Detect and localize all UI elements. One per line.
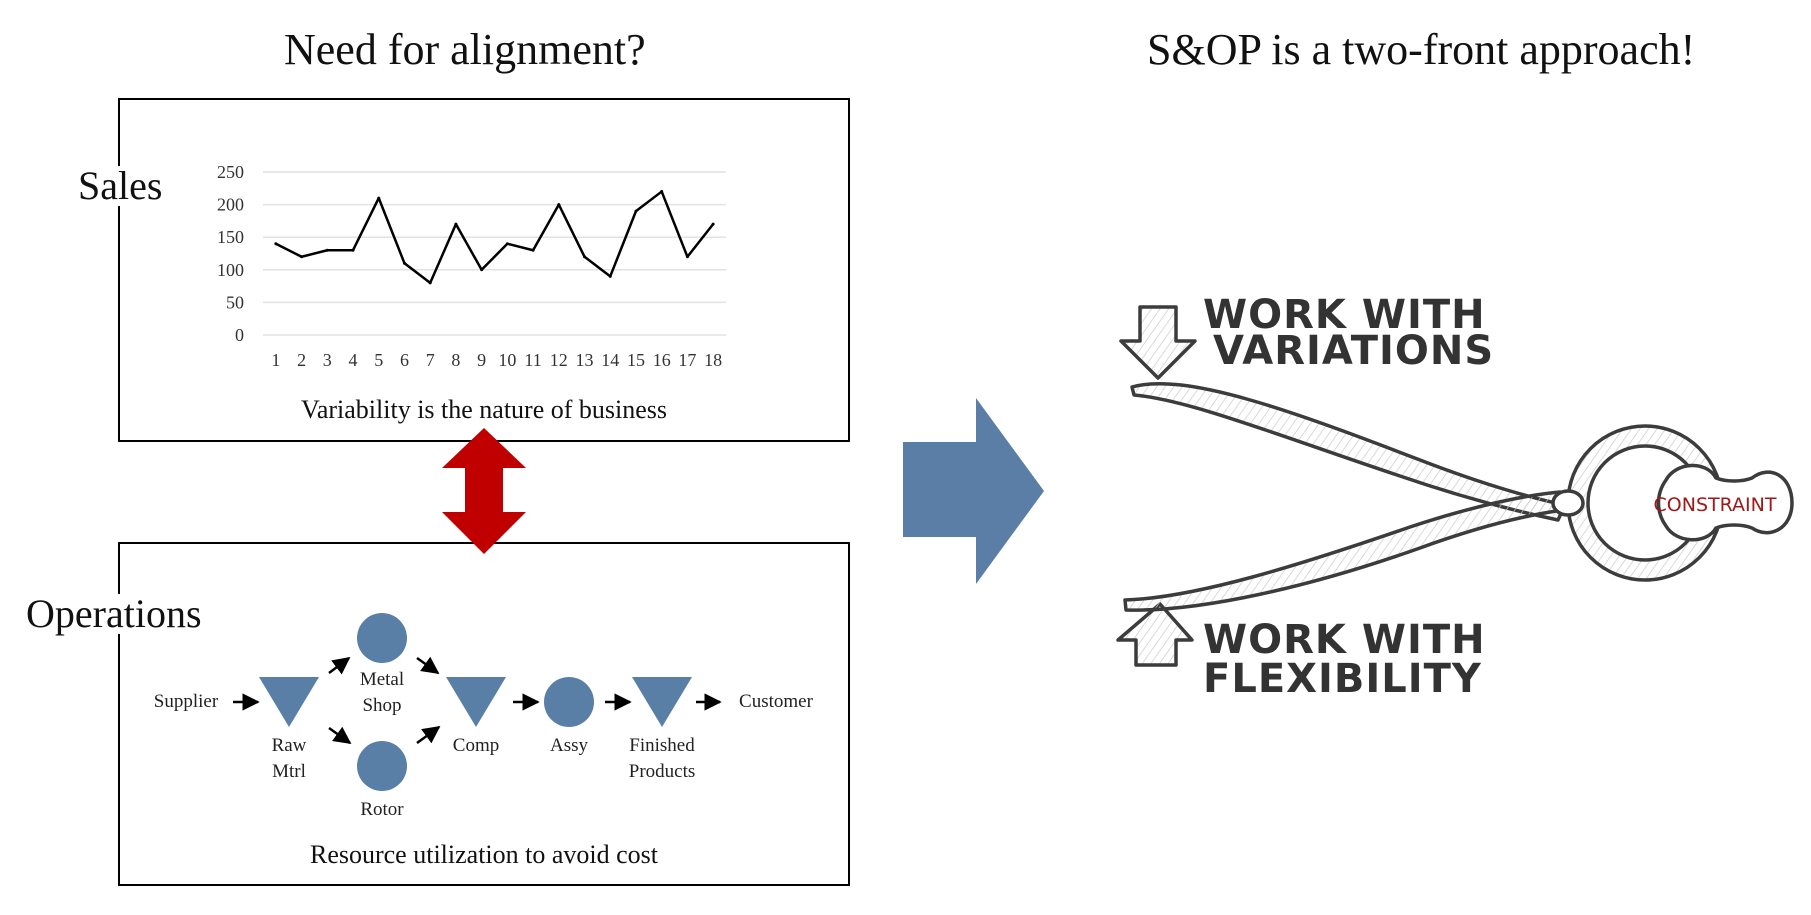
chart-x-tick-label: 3 <box>323 350 332 370</box>
sales-data-point <box>711 222 715 226</box>
sales-data-point <box>634 209 638 213</box>
flow-arrow-metal-comp <box>416 656 440 675</box>
lower-jaw <box>1123 490 1565 612</box>
raw-label-line1: Raw <box>272 735 307 756</box>
chart-x-tick-label: 12 <box>550 350 568 370</box>
pliers-pivot <box>1551 489 1585 517</box>
chart-x-tick-label: 9 <box>477 350 486 370</box>
chart-gridlines <box>263 171 726 336</box>
sales-data-point <box>325 248 329 252</box>
sales-data-point <box>428 281 432 285</box>
chart-x-tick-label: 10 <box>498 350 516 370</box>
chart-x-tick-label: 17 <box>678 350 696 370</box>
customer-label: Customer <box>739 691 814 712</box>
sales-data-point <box>608 274 612 278</box>
sales-data-point <box>300 255 304 259</box>
sales-caption: Variability is the nature of business <box>300 395 668 424</box>
flow-arrow-raw-metal <box>328 656 351 675</box>
sales-data-point <box>557 203 561 207</box>
metal-shop-label-line2: Shop <box>362 695 401 716</box>
chart-y-tick-label: 200 <box>217 195 244 215</box>
work-with-flexibility-line2: FLEXIBILITY <box>1203 656 1482 702</box>
sales-data-point <box>377 196 381 200</box>
finished-label-line1: Finished <box>629 735 695 756</box>
sales-data-point <box>480 268 484 272</box>
operations-panel <box>118 542 850 886</box>
finished-label-line2: Products <box>629 761 696 782</box>
work-with-variations-line1: WORK WITH <box>1203 292 1486 338</box>
supplier-label: Supplier <box>154 691 219 712</box>
flow-arrow-rotor-comp <box>416 725 441 745</box>
chart-x-tick-label: 4 <box>349 350 358 370</box>
sales-data-point <box>660 190 664 194</box>
chart-y-tick-label: 100 <box>217 260 244 280</box>
chart-x-tick-label: 2 <box>297 350 306 370</box>
chart-y-tick-label: 50 <box>226 292 244 312</box>
chart-x-tick-label: 6 <box>400 350 409 370</box>
sales-data-point <box>274 242 278 246</box>
finished-products-inventory-node <box>632 677 692 727</box>
right-heading: S&OP is a two-front approach! <box>1147 25 1696 74</box>
chart-x-tick-label: 11 <box>524 350 541 370</box>
raw-material-inventory-node <box>259 677 319 727</box>
chart-series <box>274 190 715 285</box>
chart-x-tick-label: 15 <box>627 350 645 370</box>
sales-data-point <box>685 255 689 259</box>
chart-x-tick-label: 13 <box>576 350 594 370</box>
flow-arrow-raw-rotor <box>328 726 352 745</box>
operations-caption: Resource utilization to avoid cost <box>309 840 659 869</box>
operations-label: Operations <box>22 594 206 634</box>
component-inventory-node <box>446 677 506 727</box>
down-arrow-icon <box>1119 305 1197 380</box>
up-arrow-icon <box>1116 602 1194 667</box>
chart-x-tick-label: 8 <box>451 350 460 370</box>
chart-y-tick-label: 150 <box>217 227 244 247</box>
chart-y-tick-labels: 0 50 100 150 200 250 <box>217 162 244 345</box>
sales-data-point <box>583 255 587 259</box>
chart-x-tick-label: 14 <box>601 350 619 370</box>
upper-jaw <box>1130 381 1567 522</box>
chart-x-tick-label: 16 <box>653 350 671 370</box>
chart-y-tick-label: 250 <box>217 162 244 182</box>
metal-shop-label-line1: Metal <box>360 669 404 690</box>
assy-label: Assy <box>550 735 589 756</box>
raw-label-line2: Mtrl <box>272 761 306 782</box>
sales-data-point <box>505 242 509 246</box>
constraint-label: CONSTRAINT <box>1654 494 1777 516</box>
sales-series-line <box>275 190 715 285</box>
chart-x-tick-label: 1 <box>271 350 280 370</box>
sales-data-point <box>531 248 535 252</box>
sales-label: Sales <box>74 166 167 206</box>
chart-x-tick-label: 7 <box>426 350 435 370</box>
sales-data-point <box>454 222 458 226</box>
chart-x-tick-label: 18 <box>704 350 722 370</box>
metal-shop-node <box>357 613 407 663</box>
constraint-shape <box>1656 463 1794 542</box>
sales-data-point <box>351 248 355 252</box>
sales-data-point <box>402 261 406 265</box>
chart-y-tick-label: 0 <box>235 325 244 345</box>
rotor-node <box>357 741 407 791</box>
rotor-label: Rotor <box>360 799 404 820</box>
comp-label: Comp <box>453 735 499 756</box>
work-with-flexibility-line1: WORK WITH <box>1203 617 1486 663</box>
work-with-variations-line2: VARIATIONS <box>1213 328 1494 374</box>
chart-x-tick-label: 5 <box>374 350 383 370</box>
left-heading: Need for alignment? <box>284 25 646 74</box>
assembly-node <box>544 677 594 727</box>
